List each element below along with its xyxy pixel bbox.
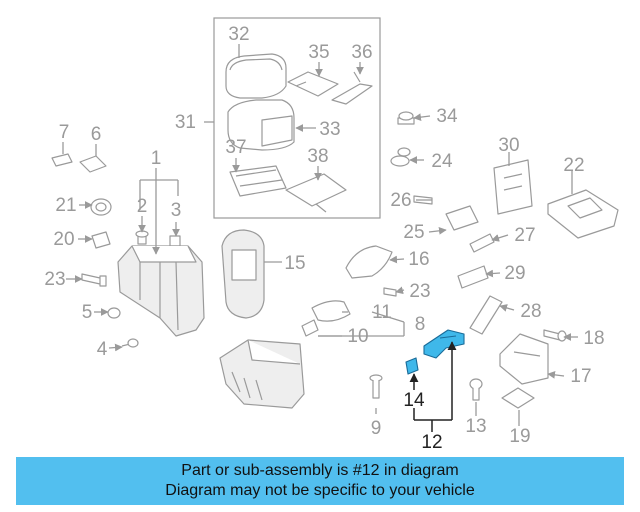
label-27: 27 xyxy=(514,225,535,246)
label-23-left: 23 xyxy=(44,269,65,290)
part-1-console-body xyxy=(117,245,205,337)
label-19: 19 xyxy=(509,426,530,447)
label-23-right: 23 xyxy=(409,281,430,302)
part-16-cover xyxy=(345,245,393,279)
label-1: 1 xyxy=(151,148,162,169)
label-18: 18 xyxy=(583,328,604,349)
part-20-bracket xyxy=(91,231,111,249)
part-37-tray xyxy=(229,165,287,197)
label-34: 34 xyxy=(436,106,458,127)
label-14: 14 xyxy=(403,390,425,411)
banner-line-1: Part or sub-assembly is #12 in diagram xyxy=(181,462,459,479)
part-23-bolt-left xyxy=(81,273,107,287)
label-29: 29 xyxy=(504,263,525,284)
label-32: 32 xyxy=(228,24,249,45)
info-banner: Part or sub-assembly is #12 in diagram D… xyxy=(16,457,624,505)
label-21: 21 xyxy=(55,195,76,216)
part-25-switch xyxy=(445,205,479,231)
label-9: 9 xyxy=(371,418,382,439)
label-4: 4 xyxy=(97,339,108,360)
part-21-grommet xyxy=(90,198,112,216)
part-34-bolt xyxy=(397,111,415,125)
label-6: 6 xyxy=(91,124,102,145)
label-11: 11 xyxy=(372,302,392,323)
label-37: 37 xyxy=(225,137,246,158)
part-9-screw xyxy=(369,374,383,399)
label-7: 7 xyxy=(59,122,70,143)
part-3-clip xyxy=(169,235,181,247)
label-33: 33 xyxy=(319,119,340,140)
part-15-side-panel xyxy=(221,229,265,319)
part-27-clip xyxy=(469,233,495,253)
parts-diagram: 31 32 35 36 33 37 38 7 6 1 21 2 3 20 23 … xyxy=(44,17,619,453)
part-22-end-cap xyxy=(547,189,619,239)
label-36: 36 xyxy=(351,42,372,63)
part-24-cap xyxy=(390,147,411,167)
label-25: 25 xyxy=(403,222,424,243)
part-labels: 31 32 35 36 33 37 38 7 6 1 21 2 3 20 23 … xyxy=(44,24,604,453)
part-13-screw xyxy=(469,378,483,401)
label-8: 8 xyxy=(415,314,426,335)
label-3: 3 xyxy=(171,200,182,221)
part-23-bolt-right xyxy=(383,287,397,297)
part-10-tray xyxy=(301,319,319,337)
part-30-panel xyxy=(493,159,533,215)
label-30: 30 xyxy=(498,135,519,156)
part-18-bolt xyxy=(543,329,567,342)
part-2-screw xyxy=(135,230,149,245)
leader-lines xyxy=(62,44,578,426)
part-35-plate xyxy=(287,71,339,97)
part-8-storage-bin xyxy=(219,339,305,409)
leader-lines-highlighted xyxy=(409,342,452,432)
part-36-hinge xyxy=(331,71,373,105)
label-12: 12 xyxy=(421,432,442,453)
part-12-bracket-highlighted xyxy=(423,329,465,359)
part-17-cupholder xyxy=(499,333,549,385)
part-6-pad xyxy=(79,155,107,173)
label-38: 38 xyxy=(307,146,328,167)
part-7-clip xyxy=(51,153,73,167)
part-4-screw xyxy=(121,338,139,348)
label-10: 10 xyxy=(347,326,368,347)
label-24: 24 xyxy=(431,151,453,172)
part-11-tray xyxy=(311,300,351,322)
banner-line-2: Diagram may not be specific to your vehi… xyxy=(165,482,475,499)
label-17: 17 xyxy=(570,366,591,387)
part-33-armrest-base xyxy=(227,99,295,151)
part-14-clip-highlighted xyxy=(405,357,419,375)
label-20: 20 xyxy=(53,229,74,250)
part-38-pad xyxy=(285,173,347,213)
label-22: 22 xyxy=(563,155,584,176)
label-16: 16 xyxy=(408,249,429,270)
label-35: 35 xyxy=(308,42,329,63)
label-15: 15 xyxy=(284,253,305,274)
label-5: 5 xyxy=(82,302,93,323)
part-28-panel xyxy=(469,295,503,335)
part-32-armrest-lid xyxy=(225,53,287,99)
label-28: 28 xyxy=(520,301,541,322)
label-2: 2 xyxy=(137,196,148,217)
armrest-subassembly-box xyxy=(213,17,381,219)
part-5-clip xyxy=(107,307,121,319)
label-26: 26 xyxy=(390,190,411,211)
part-19-plate xyxy=(501,387,535,409)
label-13: 13 xyxy=(465,416,486,437)
part-29-pad xyxy=(457,265,489,289)
label-31: 31 xyxy=(175,112,196,133)
